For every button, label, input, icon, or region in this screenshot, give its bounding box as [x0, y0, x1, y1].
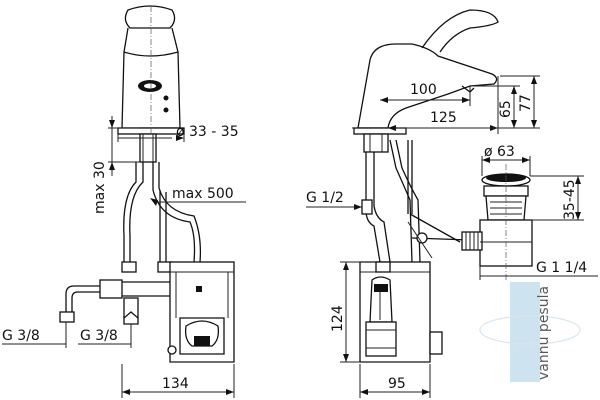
dim-text-125: 125 — [430, 110, 457, 126]
dim-height-65-77: 65 77 — [414, 75, 540, 129]
dim-text-134: 134 — [162, 376, 189, 392]
dim-text-g-1-2: G 1/2 — [306, 190, 344, 206]
watermark-bar — [510, 282, 540, 382]
dim-g-3-8-right: G 3/8 — [78, 328, 132, 348]
front-view: ø 33 - 35 max 30 max 500 G 3/8 G 3/ — [2, 5, 246, 398]
watermark: vannu pesula — [479, 282, 581, 382]
hoses-front — [121, 133, 202, 273]
faucet-side — [352, 9, 499, 135]
dim-text-124: 124 — [330, 305, 346, 332]
dim-length-100: 100 — [380, 82, 471, 106]
dim-g-1-2: G 1/2 — [306, 190, 362, 210]
dim-range-35-45: 35-45 — [530, 175, 584, 221]
dim-height-124: 124 — [330, 261, 376, 363]
dim-text-65: 65 — [498, 100, 514, 118]
dim-text-g-1-1-4: G 1 1/4 — [536, 260, 587, 276]
dim-text-g-3-8-right: G 3/8 — [80, 328, 118, 344]
dim-text-max-30: max 30 — [92, 161, 108, 214]
dim-max-30: max 30 — [92, 116, 140, 214]
control-box-front — [167, 261, 235, 363]
popup-rod-side — [407, 140, 471, 259]
underside-side — [356, 133, 421, 263]
inlet-pipe-front — [59, 279, 170, 334]
dim-text-g-3-8-left: G 3/8 — [2, 328, 40, 344]
dim-width-134: 134 — [121, 364, 235, 398]
watermark-ring — [479, 315, 581, 345]
dim-diameter-33-35: ø 33 - 35 — [117, 124, 239, 142]
control-box-side — [359, 261, 443, 363]
dim-max-500: max 500 — [150, 186, 246, 206]
watermark-text: vannu pesula — [536, 286, 552, 380]
dim-text-diameter-63: ø 63 — [484, 144, 515, 160]
dim-g-3-8-left: G 3/8 — [2, 322, 67, 348]
dim-width-95: 95 — [359, 364, 431, 398]
waste-valve-side — [461, 164, 533, 280]
side-view: 100 125 65 77 G 1/2 — [306, 9, 598, 398]
dim-text-77: 77 — [518, 94, 534, 112]
dim-text-100: 100 — [410, 82, 437, 98]
dim-text-max-500: max 500 — [172, 186, 234, 202]
dim-diameter-63: ø 63 — [481, 144, 531, 176]
dim-g-1-1-4: G 1 1/4 — [479, 260, 598, 280]
dim-text-diameter-33-35: ø 33 - 35 — [176, 124, 239, 140]
dim-text-35-45: 35-45 — [562, 179, 578, 220]
dim-text-95: 95 — [388, 376, 406, 392]
